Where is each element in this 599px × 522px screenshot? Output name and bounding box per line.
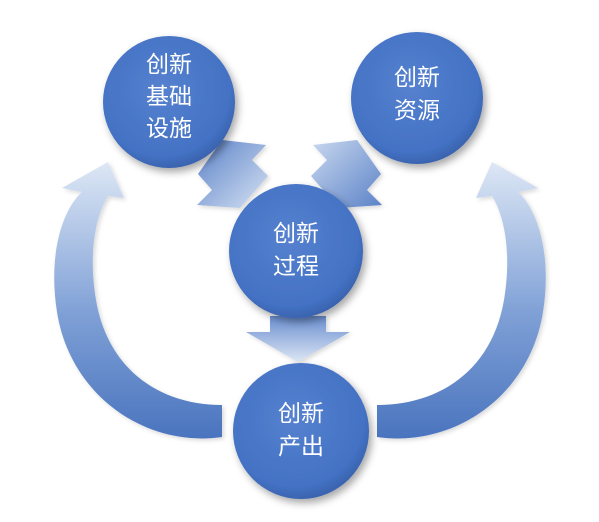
arrow-resources-to-process bbox=[311, 140, 382, 208]
infrastructure-label-line3: 设施 bbox=[146, 116, 192, 142]
node-innovation-resources: 创新 资源 bbox=[351, 32, 483, 164]
resources-label-line1: 创新 bbox=[394, 65, 440, 91]
output-label-line1: 创新 bbox=[278, 401, 324, 427]
node-innovation-output: 创新 产出 bbox=[233, 363, 369, 499]
right-feedback-arrow bbox=[377, 162, 546, 439]
resources-label-line2: 资源 bbox=[394, 98, 440, 124]
arrow-process-to-output bbox=[246, 316, 350, 362]
left-feedback-arrow bbox=[54, 162, 223, 439]
node-innovation-infrastructure: 创新 基础 设施 bbox=[103, 36, 235, 168]
infrastructure-label-line2: 基础 bbox=[146, 84, 192, 110]
process-label-line2: 过程 bbox=[273, 254, 319, 280]
process-label-line1: 创新 bbox=[273, 221, 319, 247]
arrow-infrastructure-to-process bbox=[197, 140, 268, 208]
node-innovation-process: 创新 过程 bbox=[229, 184, 363, 318]
output-label-line2: 产出 bbox=[278, 434, 324, 460]
infrastructure-label-line1: 创新 bbox=[146, 52, 192, 78]
